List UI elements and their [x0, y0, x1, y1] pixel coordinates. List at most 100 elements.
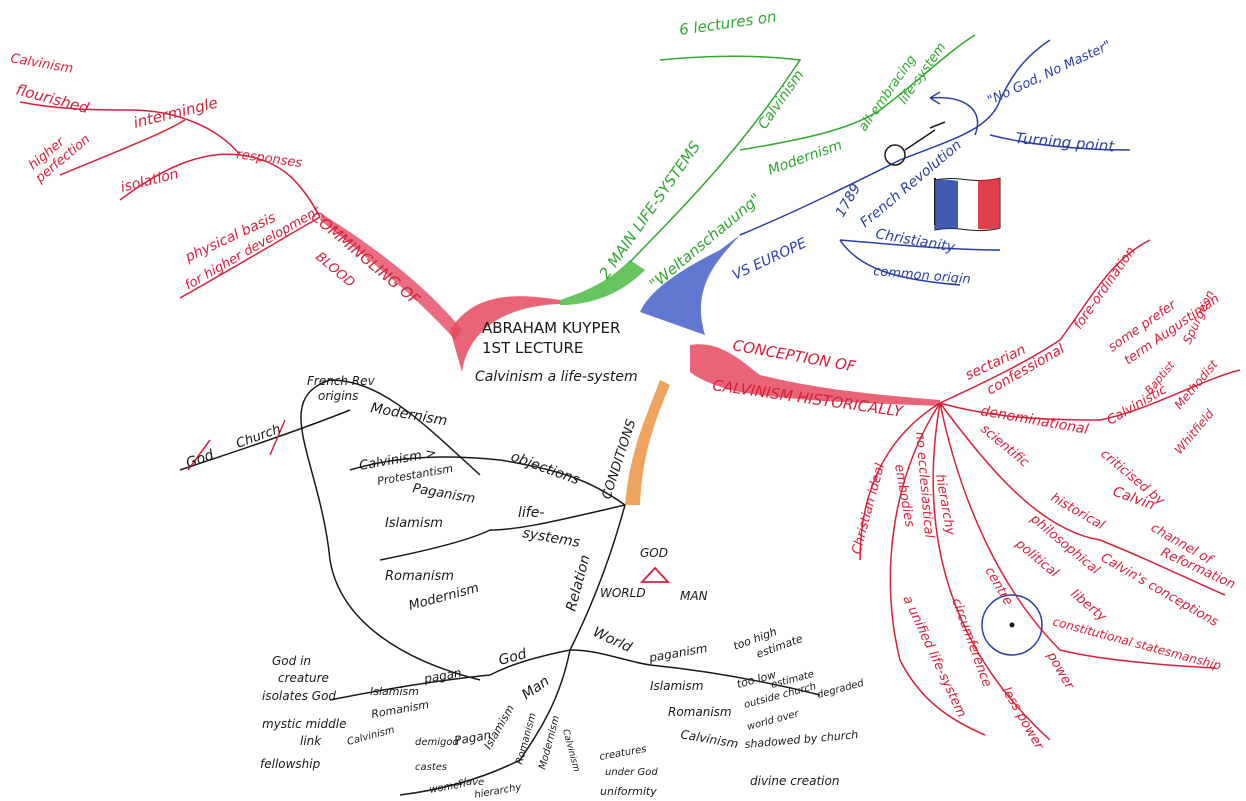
- red-right-fan-4: [939, 402, 1216, 669]
- tri-man-label: MAN: [680, 589, 708, 603]
- red-left-trunk: [450, 296, 560, 372]
- lectures-label: 6 lectures on: [678, 7, 778, 38]
- red-right-fan-3: [939, 402, 1226, 596]
- christian-ideal-label: Christian ideal: [849, 461, 888, 556]
- red-left-line-4: [179, 216, 321, 299]
- islamism2-label: Islamism: [370, 685, 419, 698]
- systems-label: systems: [521, 525, 581, 551]
- power-label: power: [1043, 649, 1077, 694]
- blue-trunk: [640, 235, 740, 335]
- man-orange-label: Man: [519, 673, 552, 703]
- red-left-trunk-upper: [320, 214, 462, 340]
- blue-line-2: [989, 134, 1131, 151]
- whitfield-label: Whitfield: [1172, 407, 1217, 457]
- branch-trunks: [320, 214, 940, 505]
- black-line-church: [179, 409, 351, 471]
- god-orange-label: God: [497, 646, 529, 669]
- common-origin-label: common origin: [873, 264, 972, 287]
- turning-point-label: Turning point: [1015, 129, 1116, 156]
- creatures-label: creatures: [599, 744, 648, 763]
- black-line-god: [329, 649, 571, 701]
- no-god-label: "No God, No Master": [985, 38, 1113, 108]
- calvinism-historically-label: CALVINISM HISTORICALLY: [711, 376, 905, 421]
- calvinism-world-label: Calvinism: [679, 727, 739, 751]
- center-title: ABRAHAM KUYPER: [482, 319, 620, 337]
- scientific-label: scientific: [977, 422, 1031, 471]
- black-line-objections: [349, 456, 626, 506]
- mystic-middle-label: mystic middle: [262, 717, 346, 731]
- tri-world-label: WORLD: [600, 586, 646, 600]
- cross-out-god-icon: [187, 439, 211, 471]
- responses-label: responses: [235, 147, 303, 171]
- red-right-fan-6: [889, 402, 986, 736]
- cart-wheel-icon: [884, 121, 946, 166]
- romanism2-label: Romanism: [370, 698, 430, 721]
- church-label: Church: [234, 422, 283, 452]
- uniformity-label: uniformity: [600, 785, 657, 798]
- demigod-label: demigod: [415, 737, 459, 748]
- paganism-world-label: paganism: [647, 641, 708, 665]
- objections-label: objections: [509, 449, 582, 489]
- slave-label: slave: [458, 777, 484, 788]
- black-branch: Modernism French Rev origins God Church …: [184, 374, 866, 801]
- center-topic: Calvinism a life-system: [475, 369, 638, 385]
- tri-god-label: GOD: [640, 546, 668, 560]
- french-rev-label: French Rev: [307, 374, 376, 388]
- flourished-label: flourished: [14, 80, 91, 117]
- modernism2-label: Modernism: [407, 581, 480, 614]
- origins-label: origins: [318, 389, 358, 403]
- pagan-label: pagan: [422, 666, 462, 686]
- castes-label: castes: [415, 762, 447, 773]
- romanism-label: Romanism: [385, 569, 454, 584]
- green-line-1: [629, 55, 802, 263]
- green-trunk: [560, 260, 645, 305]
- red-right-trunk: [690, 344, 940, 406]
- romanism3-label: Romanism: [514, 711, 538, 765]
- blue-arrow-icon: [929, 91, 979, 136]
- pagan2-label: Pagan: [453, 728, 492, 748]
- life-label: life-: [518, 505, 544, 521]
- god-world-man-triangle-icon: [639, 566, 671, 583]
- historical-label: historical: [1048, 490, 1107, 533]
- calvinistic-label: Calvinistic: [1105, 382, 1170, 428]
- god-in-label: God in: [272, 654, 311, 668]
- red-left-line-3: [59, 119, 186, 176]
- black-line-world: [569, 649, 821, 696]
- blue-line-3: [839, 239, 1001, 251]
- black-line-lifesystems: [379, 504, 626, 561]
- divine-creation-label: divine creation: [750, 774, 839, 788]
- less-power-label: less power: [999, 685, 1048, 754]
- green-line-2: [739, 34, 976, 151]
- world-orange-label: World: [590, 624, 634, 656]
- centre-circle-icon: [981, 594, 1043, 656]
- branch-lines: [19, 34, 1241, 796]
- islamism-label: Islamism: [385, 516, 443, 531]
- black-line-relation: [569, 504, 626, 651]
- blue-line-4: [839, 239, 961, 286]
- year-label: 1789: [833, 181, 865, 220]
- shadowed-label: shadowed by church: [744, 728, 859, 751]
- center-node: ABRAHAM KUYPER 1ST LECTURE Calvinism a l…: [475, 319, 638, 385]
- red-right-fan-7: [859, 402, 941, 561]
- isolates-god-label: isolates God: [262, 689, 336, 703]
- calvinism-green-label: Calvinism: [755, 67, 807, 132]
- degraded-label: degraded: [816, 678, 866, 701]
- under-god-label: under God: [605, 767, 658, 778]
- black-line-man: [399, 649, 571, 796]
- fore-ordination-label: fore-ordination: [1071, 244, 1139, 332]
- french-flag-icon: [934, 177, 1001, 232]
- islamism3-label: Islamism: [481, 703, 517, 752]
- christianity-label: Christianity: [874, 226, 956, 256]
- calvinism2-label: Calvinism: [346, 725, 396, 748]
- orange-trunk: [625, 380, 670, 505]
- romanism-world-label: Romanism: [668, 705, 732, 719]
- black-loop: [300, 379, 481, 681]
- red-right-fan-5: [932, 402, 1051, 741]
- relation-label: Relation: [563, 553, 593, 613]
- cross-out-church-icon: [269, 419, 286, 456]
- modernism3-label: Modernism: [537, 714, 562, 771]
- world-over-label: world over: [746, 708, 801, 733]
- red-left-line-2: [19, 101, 241, 156]
- intermingle-label: intermingle: [132, 94, 220, 132]
